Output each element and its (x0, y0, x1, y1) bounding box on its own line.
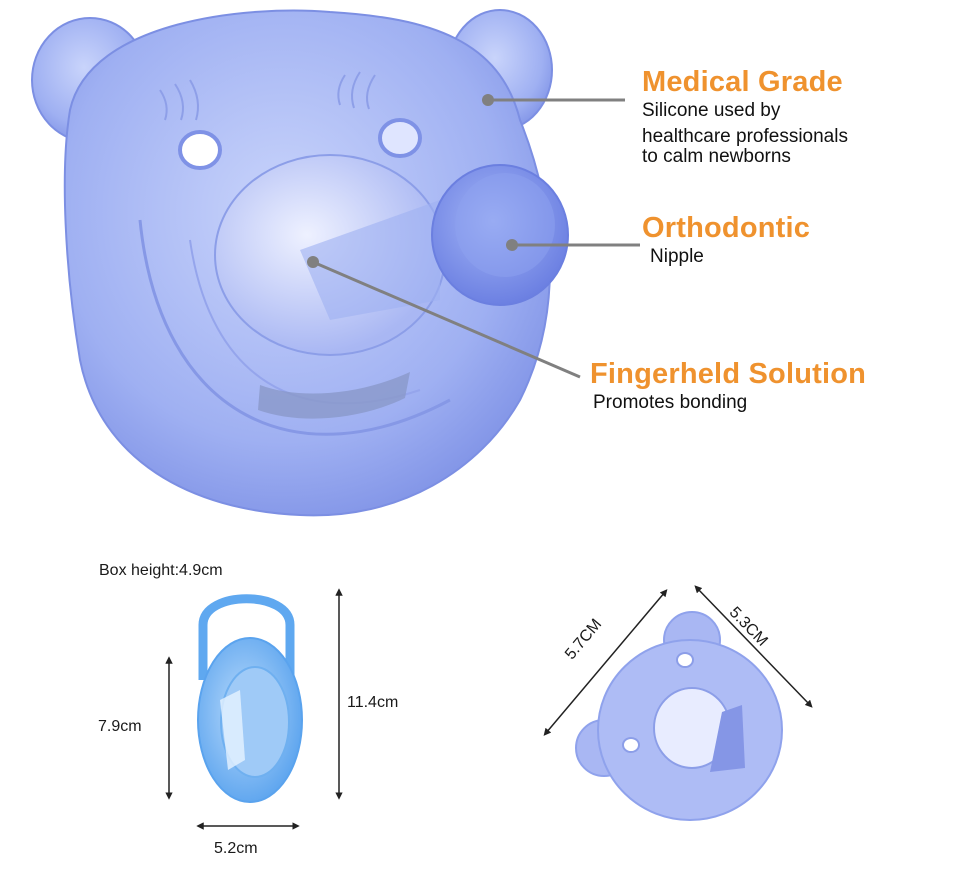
pacifier-main-image (31, 9, 569, 517)
box-height-label: Box height:4.9cm (99, 562, 223, 579)
feature-desc-line: Silicone used by (642, 100, 781, 121)
leader-dot-fingerheld (307, 256, 319, 268)
feature-title: Fingerheld Solution (590, 358, 867, 390)
pacifier-case-image (197, 594, 303, 803)
leader-lines (312, 98, 640, 379)
total-height-label: 11.4cm (347, 694, 399, 711)
feature-desc-line: Promotes bonding (593, 392, 748, 413)
feature-medical-grade: Medical Grade Silicone used by healthcar… (642, 66, 848, 168)
feature-orthodontic: Orthodontic Nipple (642, 212, 810, 268)
case-dimension-arrows (165, 588, 343, 830)
feature-desc-line: Nipple (650, 246, 704, 267)
feature-desc-line: healthcare professionals (642, 126, 848, 147)
feature-title: Medical Grade (642, 66, 843, 98)
feature-fingerheld-solution: Fingerheld Solution Promotes bonding (590, 358, 866, 414)
leader-dot-orthodontic (506, 239, 518, 251)
feature-title: Orthodontic (642, 212, 811, 244)
leader-dot-medical-grade (482, 94, 494, 106)
width-label: 5.2cm (214, 840, 258, 857)
pacifier-dimension-arrows (543, 585, 813, 736)
feature-desc-line: to calm newborns (642, 146, 791, 167)
body-height-label: 7.9cm (98, 718, 142, 735)
